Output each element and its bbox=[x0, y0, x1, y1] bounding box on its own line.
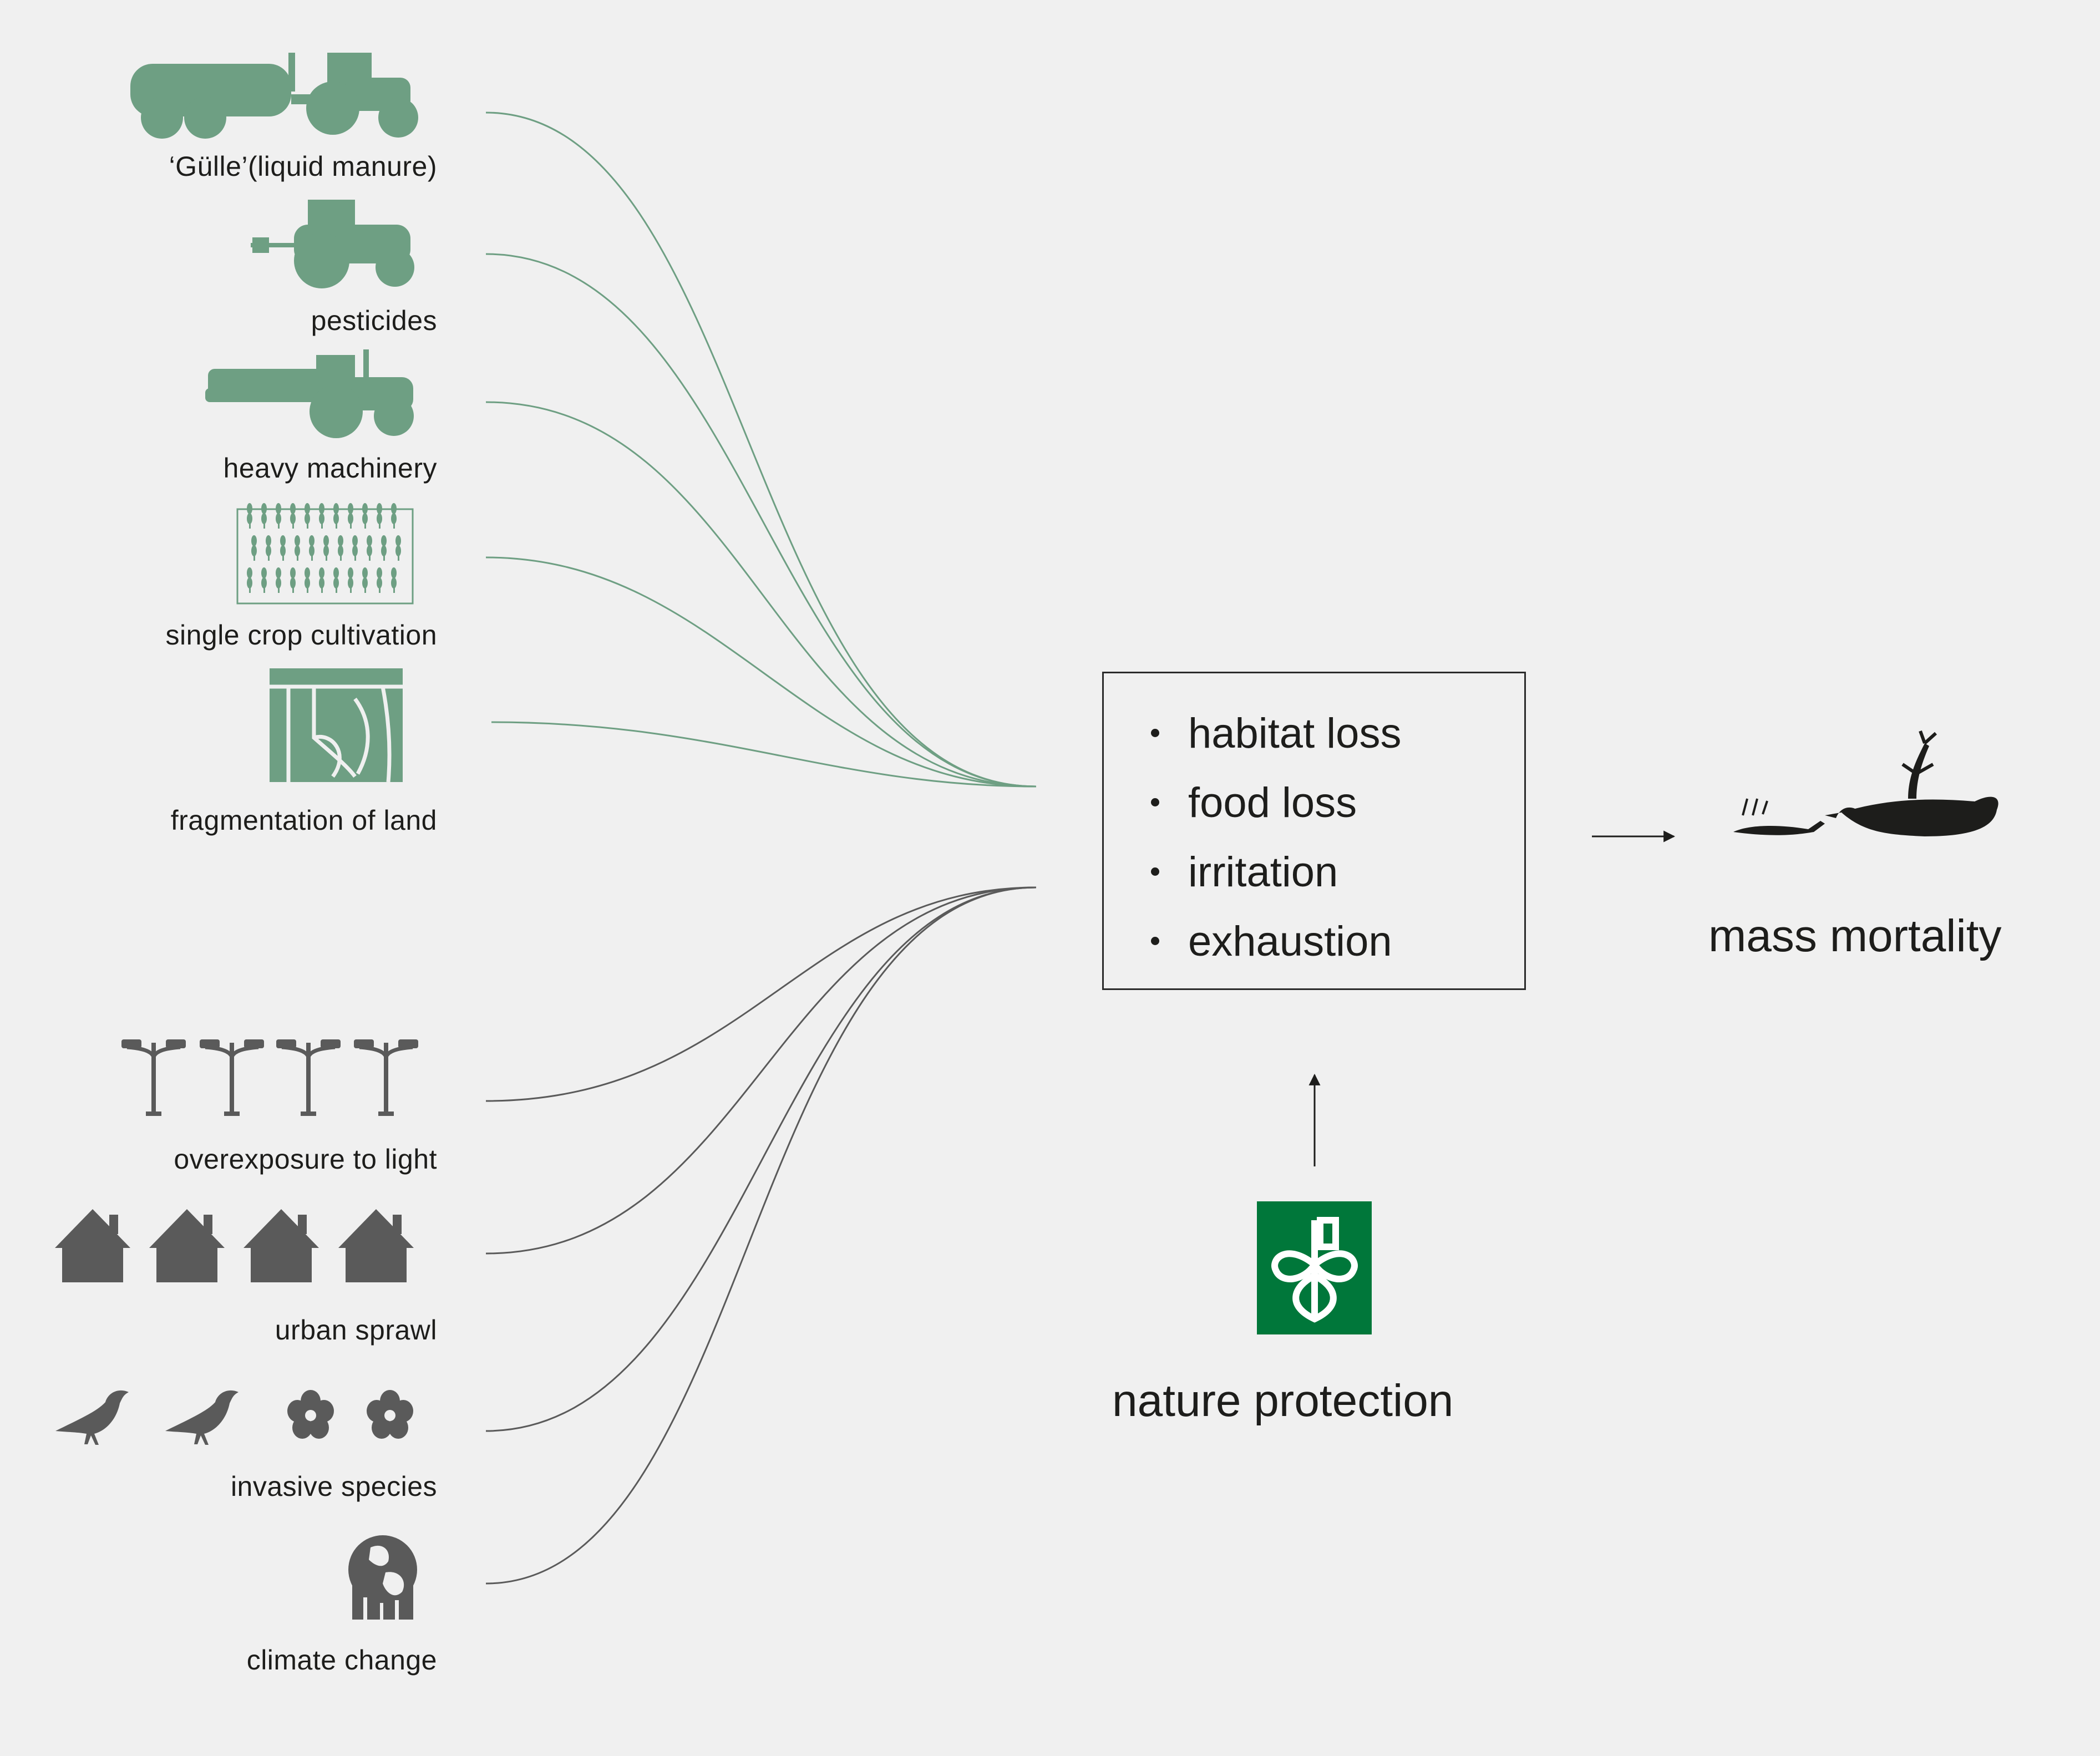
sprayer-tractor-icon bbox=[251, 200, 414, 288]
effect-item: irritation bbox=[1151, 838, 1401, 907]
bullet-icon bbox=[1151, 729, 1159, 738]
plough-tractor-icon bbox=[205, 349, 414, 438]
label-guelle: ‘Gülle’(liquid manure) bbox=[169, 151, 437, 182]
label-single-crop: single crop cultivation bbox=[165, 620, 437, 651]
effect-label: food loss bbox=[1188, 779, 1357, 826]
label-fragmentation: fragmentation of land bbox=[170, 805, 437, 836]
label-pesticides: pesticides bbox=[311, 305, 437, 336]
melting-globe-icon bbox=[348, 1535, 417, 1622]
birds-and-flowers-icon bbox=[55, 1390, 413, 1445]
houses-icon bbox=[55, 1209, 414, 1282]
connector-climate bbox=[485, 886, 1037, 1585]
label-heavy-machinery: heavy machinery bbox=[223, 453, 437, 484]
effect-label: irritation bbox=[1188, 849, 1338, 896]
label-overexposure-light: overexposure to light bbox=[174, 1144, 437, 1175]
effect-item: food loss bbox=[1151, 768, 1401, 838]
effect-label: exhaustion bbox=[1188, 918, 1392, 965]
label-climate-change: climate change bbox=[246, 1645, 437, 1676]
connector-heavy-machinery bbox=[485, 401, 1037, 788]
wheat-field-icon bbox=[236, 503, 414, 605]
connector-single-crop bbox=[485, 556, 1037, 788]
connector-guelle bbox=[485, 111, 1037, 788]
street-lamps-icon bbox=[121, 1039, 418, 1116]
dead-birds-icon bbox=[1733, 730, 1998, 836]
bullet-icon bbox=[1151, 798, 1159, 807]
connector-pesticides bbox=[485, 253, 1037, 788]
bullet-icon bbox=[1151, 937, 1159, 946]
urban-connectors bbox=[485, 886, 1037, 1585]
connector-fragmentation bbox=[491, 721, 1037, 788]
mass-mortality-label: mass mortality bbox=[1708, 911, 2002, 961]
bullet-icon bbox=[1151, 867, 1159, 876]
slurry-tanker-tractor-icon bbox=[130, 53, 418, 139]
nature-protection-label: nature protection bbox=[1112, 1376, 1454, 1426]
connector-invasive bbox=[485, 886, 1037, 1432]
label-urban-sprawl: urban sprawl bbox=[275, 1315, 437, 1346]
label-invasive-species: invasive species bbox=[230, 1471, 437, 1502]
connector-light bbox=[485, 886, 1037, 1102]
effects-box: habitat loss food loss irritation exhaus… bbox=[1102, 672, 1526, 990]
effect-label: habitat loss bbox=[1188, 710, 1402, 757]
connector-urban-sprawl bbox=[485, 886, 1037, 1255]
effects-list: habitat loss food loss irritation exhaus… bbox=[1151, 699, 1401, 976]
effect-item: exhaustion bbox=[1151, 907, 1401, 976]
effect-item: habitat loss bbox=[1151, 699, 1401, 768]
nature-protection-logo-icon bbox=[1257, 1201, 1372, 1334]
agriculture-connectors bbox=[485, 111, 1037, 788]
fragmented-fields-icon bbox=[270, 668, 403, 783]
